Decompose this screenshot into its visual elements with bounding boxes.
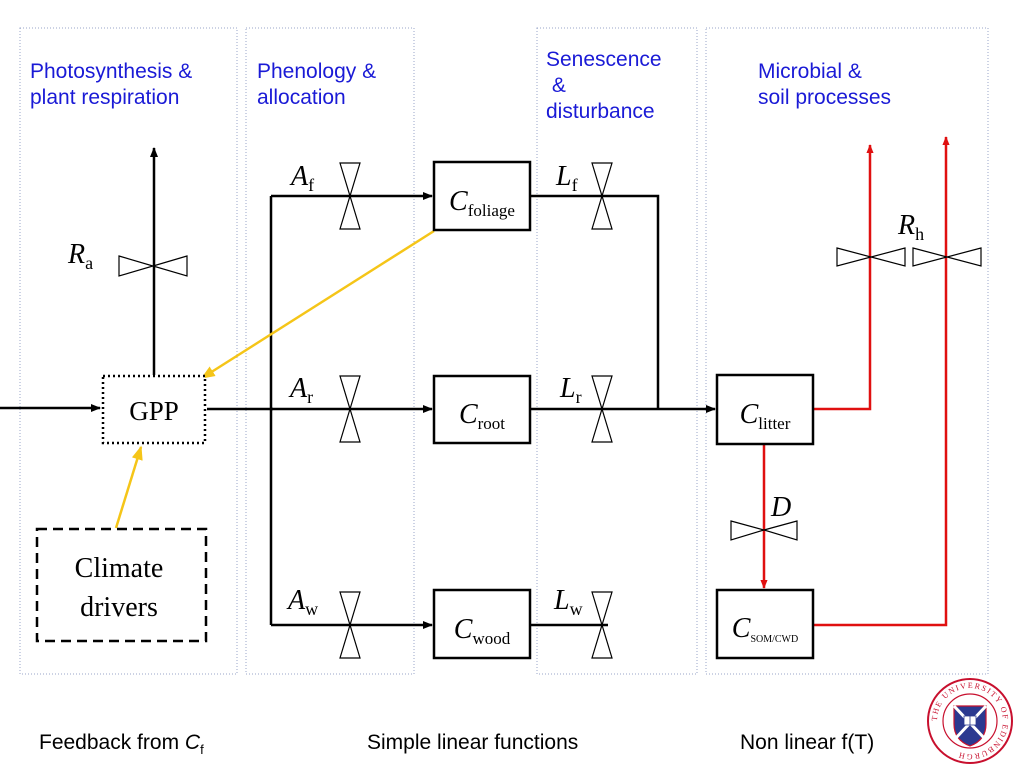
valve-lr [591, 375, 613, 443]
valve-ra [118, 255, 188, 277]
gpp-box [101, 374, 207, 445]
header-senescence: Senescence & disturbance [546, 48, 662, 123]
som-rh-arrow [813, 136, 950, 627]
valve-d [730, 520, 798, 541]
header-phenology: Phenology & allocation [257, 60, 377, 109]
header-microbial: Microbial & soil processes [758, 60, 892, 109]
footer-feedback: Feedback from Cf [39, 731, 204, 757]
flux-label-lr: Lr [559, 373, 582, 407]
foliage-feedback-arrow [200, 229, 435, 380]
foliage-label: Cfoliage [449, 186, 515, 220]
valve-af [339, 162, 361, 230]
root-box [432, 374, 532, 445]
panel-senescence [536, 27, 698, 675]
climate-feedback-arrow [114, 445, 143, 529]
som-box [715, 588, 815, 660]
flux-label-ra: Ra [67, 239, 93, 273]
valve-ar [339, 375, 361, 443]
footer-feedback-sub: f [200, 742, 204, 758]
flux-label-lw: Lw [553, 585, 583, 619]
valve-aw [339, 591, 361, 659]
litter-rh-arrow [813, 144, 874, 411]
climate-box [35, 527, 208, 643]
footer-feedback-prefix: Feedback from [39, 731, 185, 754]
footer-linear: Simple linear functions [367, 731, 579, 754]
foliage-box [432, 160, 532, 232]
panel-photosynthesis [19, 27, 238, 675]
root-label: Croot [459, 399, 505, 433]
lf-line [531, 194, 660, 409]
header-photosynthesis: Photosynthesis & plant respiration [30, 60, 193, 109]
climate-label-1: Climate [75, 553, 164, 584]
climate-label-2: drivers [80, 592, 158, 623]
flux-label-lf: Lf [555, 161, 578, 195]
footer-nonlinear: Non linear f(T) [740, 731, 875, 754]
wood-label: Cwood [454, 614, 511, 648]
litter-box [715, 373, 815, 446]
panel-microbial [705, 27, 989, 675]
valve-rh-som [912, 247, 982, 267]
flux-label-d: D [770, 492, 791, 523]
flux-label-ar: Ar [288, 373, 313, 407]
gpp-label: GPP [129, 396, 179, 426]
valve-lf [591, 162, 613, 230]
flux-label-aw: Aw [286, 585, 318, 619]
litter-label: Clitter [740, 399, 791, 433]
flux-label-af: Af [289, 161, 314, 195]
valve-lw [591, 591, 613, 659]
som-label: CSOM/CWD [732, 613, 798, 645]
university-crest-logo: THE UNIVERSITY OF EDINBURGH [927, 678, 1013, 764]
flux-label-rh: Rh [897, 210, 924, 244]
valve-rh-litter [836, 247, 906, 267]
footer-feedback-symbol: C [184, 731, 201, 754]
wood-box [432, 588, 532, 660]
